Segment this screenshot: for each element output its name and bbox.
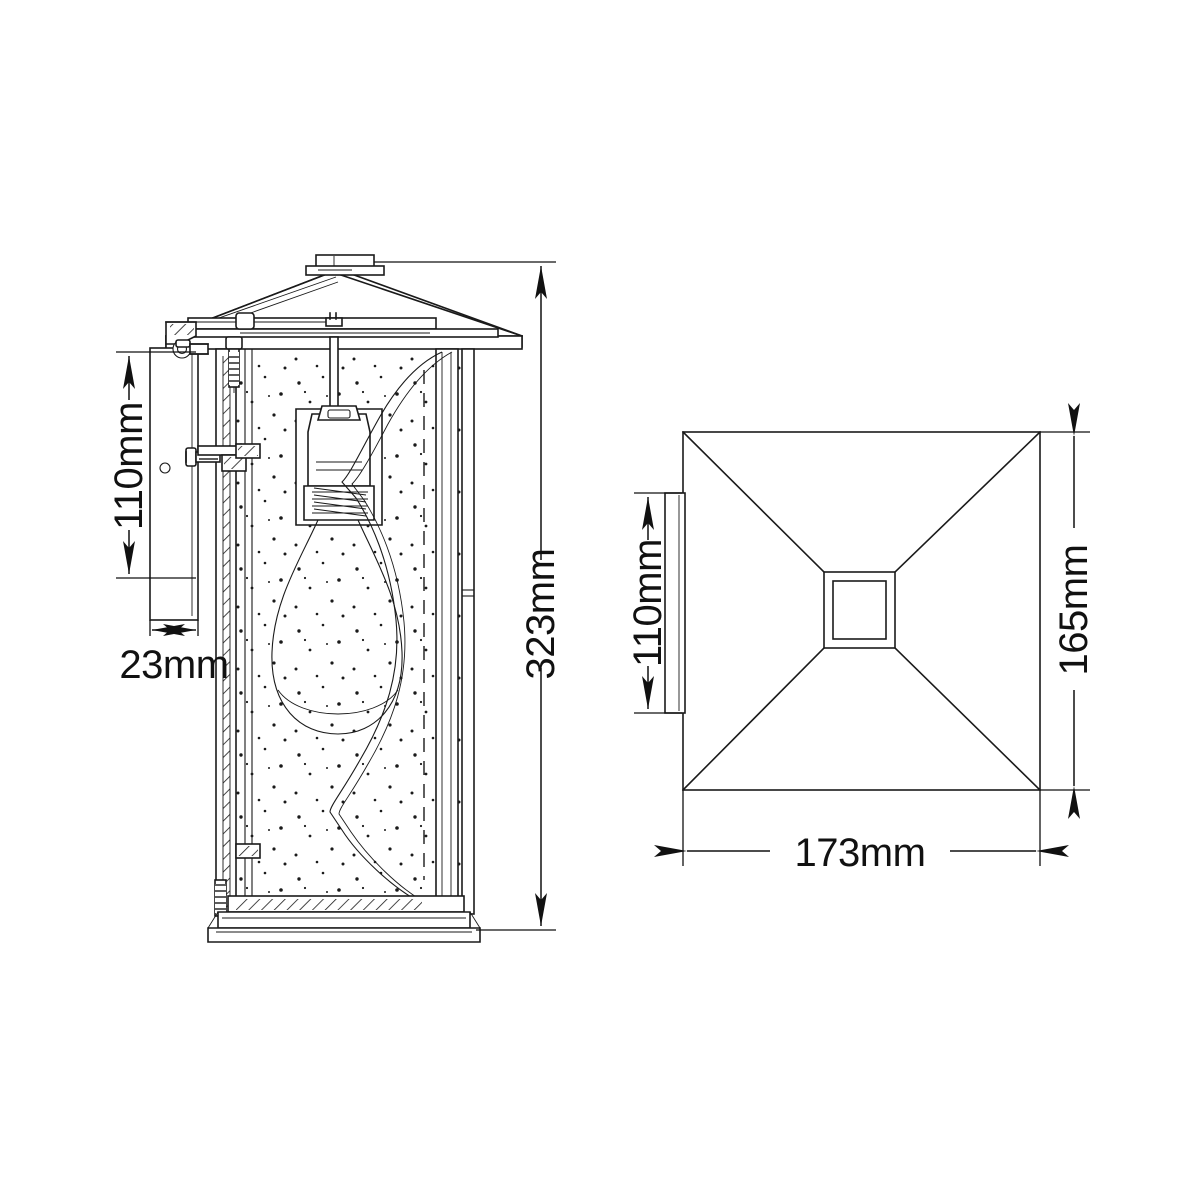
dimension-label-173mm: 173mm bbox=[795, 831, 926, 875]
top-plan-view: 110mm 165mm 173mm bbox=[626, 403, 1096, 875]
base-plinth bbox=[207, 895, 481, 943]
dimension-110mm-plan: 110mm bbox=[626, 492, 682, 714]
dimension-110mm-elevation: 110mm bbox=[107, 351, 196, 579]
dimension-label-165mm: 165mm bbox=[1052, 545, 1096, 676]
plan-hip-diagonals bbox=[681, 430, 1042, 792]
roof-finial bbox=[305, 254, 385, 276]
dimension-23mm: 23mm bbox=[119, 620, 229, 687]
dimension-label-110mm-plan: 110mm bbox=[626, 539, 670, 667]
dimension-323mm: 323mm bbox=[374, 261, 563, 931]
mounting-bracket-hardware bbox=[165, 321, 247, 917]
dimension-label-23mm: 23mm bbox=[119, 643, 228, 687]
side-elevation-view: 323mm 110mm 23mm bbox=[107, 254, 563, 943]
wall-mounting-plate bbox=[149, 347, 199, 621]
dimension-173mm: 173mm bbox=[654, 790, 1069, 875]
plan-center-finial bbox=[823, 571, 896, 649]
dimension-label-323mm: 323mm bbox=[519, 549, 563, 680]
power-cable bbox=[329, 351, 453, 909]
dimension-165mm: 165mm bbox=[1040, 403, 1096, 819]
dimension-label-110mm-elevation: 110mm bbox=[107, 402, 151, 530]
inner-trims bbox=[235, 443, 474, 859]
